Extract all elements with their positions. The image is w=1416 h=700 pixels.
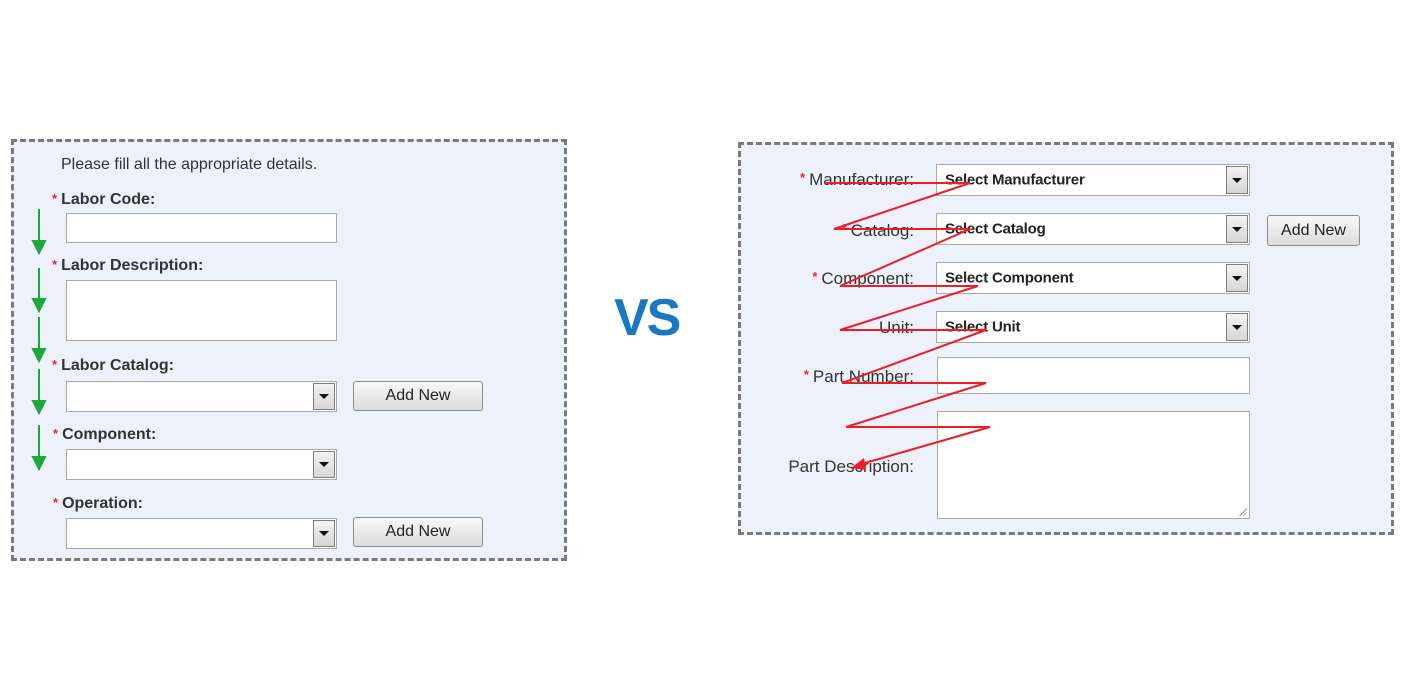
required-asterisk: * (803, 367, 809, 382)
required-asterisk: * (841, 221, 847, 236)
component-value: Select Component (945, 269, 1074, 287)
operation-select[interactable] (66, 518, 337, 549)
chevron-down-icon[interactable] (313, 451, 335, 478)
required-asterisk: * (812, 269, 818, 284)
labor-description-label-text: Labor Description: (61, 257, 204, 274)
required-asterisk: * (52, 257, 58, 272)
add-new-catalog-button[interactable]: Add New (353, 381, 483, 411)
labor-description-label: *Labor Description: (52, 257, 203, 275)
required-asterisk: * (52, 191, 58, 206)
part-number-label-text: Part Number: (812, 367, 914, 386)
component-label-text: Component: (821, 269, 914, 288)
manufacturer-label-text: Manufacturer: (809, 170, 914, 189)
chevron-down-icon[interactable] (1226, 264, 1248, 292)
labor-description-textarea[interactable] (66, 280, 337, 341)
form-instructions: Please fill all the appropriate details. (61, 156, 318, 173)
add-new-catalog-button[interactable]: Add New (1267, 215, 1360, 246)
required-asterisk: * (800, 170, 806, 185)
labor-code-label: *Labor Code: (52, 191, 155, 209)
component-label: *Component: (53, 426, 156, 444)
component-label: *Component: (812, 269, 914, 289)
vertical-label-form-panel (11, 139, 567, 561)
component-label-text: Component: (62, 426, 157, 443)
labor-catalog-label-text: Labor Catalog: (61, 357, 174, 374)
part-description-textarea[interactable] (937, 411, 1250, 519)
labor-catalog-label: *Labor Catalog: (52, 357, 174, 375)
unit-select[interactable]: Select Unit (936, 311, 1250, 343)
versus-label: VS (614, 289, 681, 347)
part-number-label: *Part Number: (804, 367, 914, 387)
operation-label-text: Operation: (62, 495, 143, 512)
resize-handle-icon[interactable] (1238, 507, 1247, 516)
catalog-select[interactable]: Select Catalog (936, 213, 1250, 245)
manufacturer-value: Select Manufacturer (945, 171, 1085, 189)
part-number-input[interactable] (937, 357, 1250, 394)
labor-code-input[interactable] (66, 213, 337, 243)
operation-label: *Operation: (53, 495, 143, 513)
part-description-label: Part Description: (788, 457, 914, 476)
required-asterisk: * (52, 357, 58, 372)
chevron-down-icon[interactable] (1226, 215, 1248, 243)
manufacturer-label: *Manufacturer: (800, 170, 914, 190)
unit-value: Select Unit (945, 318, 1021, 336)
component-select[interactable] (66, 449, 337, 480)
chevron-down-icon[interactable] (1226, 313, 1248, 341)
chevron-down-icon[interactable] (313, 520, 335, 547)
chevron-down-icon[interactable] (1226, 166, 1248, 194)
catalog-label-text: Catalog: (850, 221, 914, 240)
unit-label: Unit: (879, 318, 914, 337)
catalog-value: Select Catalog (945, 220, 1046, 238)
labor-catalog-select[interactable] (66, 381, 337, 412)
required-asterisk: * (53, 495, 59, 510)
chevron-down-icon[interactable] (313, 383, 335, 410)
component-select[interactable]: Select Component (936, 262, 1250, 294)
add-new-operation-button[interactable]: Add New (353, 517, 483, 547)
catalog-label: *Catalog: (842, 221, 914, 241)
labor-code-label-text: Labor Code: (61, 191, 156, 208)
required-asterisk: * (53, 426, 59, 441)
manufacturer-select[interactable]: Select Manufacturer (936, 164, 1250, 196)
